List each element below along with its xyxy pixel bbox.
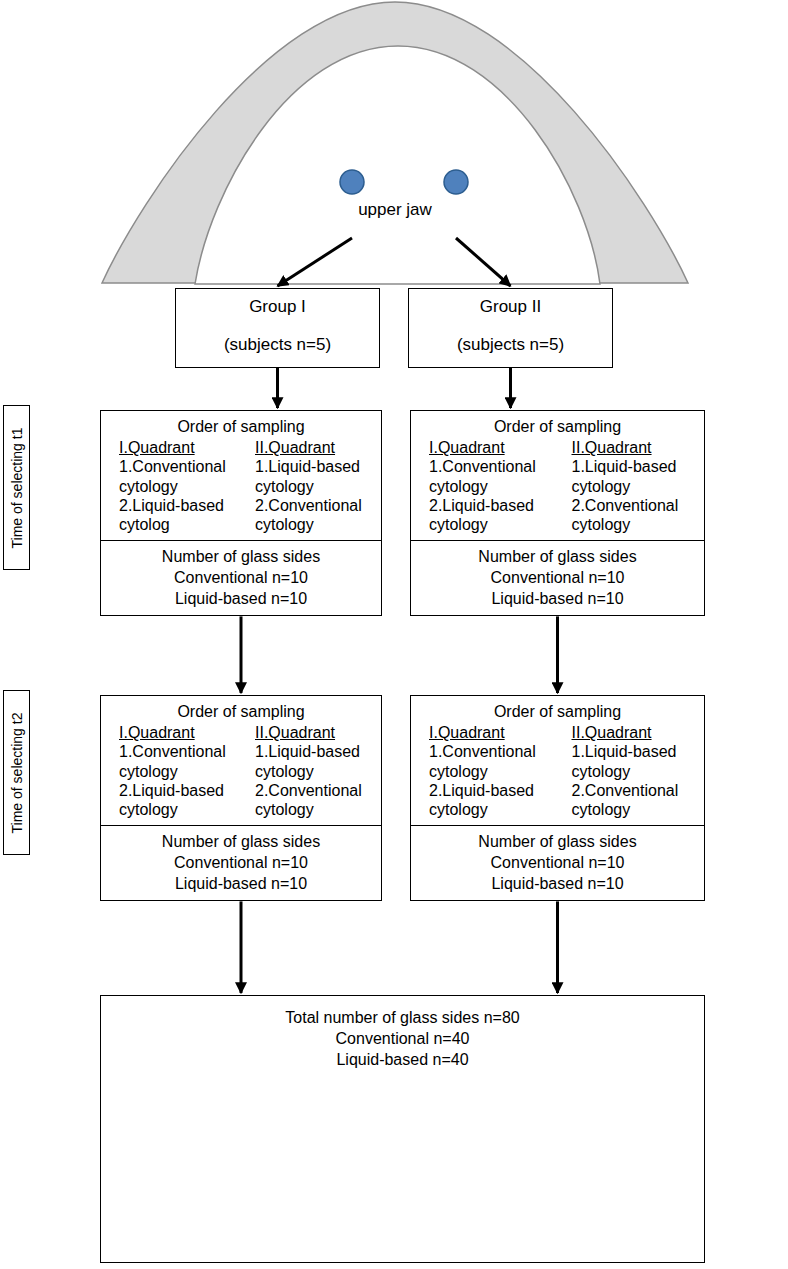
sampling-step: 2.Conventional cytology: [255, 781, 377, 819]
box-heading: Order of sampling: [415, 702, 700, 721]
quadrant-heading: II.Quadrant: [572, 438, 701, 457]
sampling-order-box: Order of samplingI.Quadrant1.Conventiona…: [100, 410, 382, 541]
sampling-step: 1.Conventional cytology: [429, 457, 558, 495]
node-text: Liquid-based n=40: [109, 1050, 696, 1071]
sampling-step: 2.Liquid-based cytology: [429, 496, 558, 534]
glass-count-box: Number of glass sidesConventional n=10Li…: [100, 825, 382, 901]
sampling-order-box: Order of samplingI.Quadrant1.Conventiona…: [410, 695, 705, 826]
time-band: Time of selecting t2: [3, 690, 30, 855]
node-text: Liquid-based n=10: [109, 874, 373, 895]
node-text: Number of glass sides: [109, 547, 373, 568]
node-text: Conventional n=10: [419, 853, 696, 874]
jaw-outline: [100, 0, 690, 285]
box-heading: Order of sampling: [105, 417, 377, 436]
upper-jaw-illustration: upper jaw: [100, 0, 690, 285]
sampling-step: 1.Liquid-based cytology: [255, 457, 377, 495]
node-text: Total number of glass sides n=80: [109, 1008, 696, 1029]
glass-count-box: Number of glass sidesConventional n=10Li…: [410, 825, 705, 901]
sampling-step: 2.Liquid-based cytolog: [119, 496, 241, 534]
flow-arrow: [556, 616, 559, 693]
quadrant-heading: I.Quadrant: [429, 438, 558, 457]
node-text: Liquid-based n=10: [419, 589, 696, 610]
quadrant-heading: I.Quadrant: [429, 723, 558, 742]
node-text: Group II: [480, 297, 541, 317]
group-box: Group I (subjects n=5): [175, 288, 380, 368]
total-box: Total number of glass sides n=80Conventi…: [100, 995, 705, 1263]
glass-count-box: Number of glass sidesConventional n=10Li…: [100, 540, 382, 616]
node-text: Group I: [249, 297, 306, 317]
sampling-step: 1.Conventional cytology: [119, 457, 241, 495]
jaw-label: upper jaw: [100, 200, 690, 220]
flow-arrow: [240, 616, 243, 693]
quadrant-heading: II.Quadrant: [572, 723, 701, 742]
sampling-step: 1.Liquid-based cytology: [255, 742, 377, 780]
node-text: (subjects n=5): [457, 335, 564, 355]
node-text: Conventional n=10: [109, 853, 373, 874]
node-text: Conventional n=10: [109, 568, 373, 589]
node-text: Conventional n=40: [109, 1029, 696, 1050]
sampling-step: 1.Liquid-based cytology: [572, 457, 701, 495]
sampling-step: 2.Conventional cytology: [255, 496, 377, 534]
flow-arrow: [556, 901, 559, 993]
sampling-order-box: Order of samplingI.Quadrant1.Conventiona…: [100, 695, 382, 826]
flow-arrow: [276, 368, 279, 408]
node-text: Liquid-based n=10: [419, 874, 696, 895]
sampling-step: 2.Liquid-based cytology: [119, 781, 241, 819]
glass-count-box: Number of glass sidesConventional n=10Li…: [410, 540, 705, 616]
quadrant-heading: I.Quadrant: [119, 723, 241, 742]
band-label: Time of selecting t1: [9, 427, 25, 548]
quadrant-heading: II.Quadrant: [255, 438, 377, 457]
sampling-step: 1.Conventional cytology: [119, 742, 241, 780]
box-heading: Order of sampling: [105, 702, 377, 721]
sampling-step: 1.Conventional cytology: [429, 742, 558, 780]
time-band: Time of selecting t1: [3, 405, 30, 570]
sampling-step: 2.Liquid-based cytology: [429, 781, 558, 819]
group-box: Group II (subjects n=5): [408, 288, 613, 368]
node-text: (subjects n=5): [224, 335, 331, 355]
flow-arrow: [240, 901, 243, 993]
node-text: Number of glass sides: [419, 832, 696, 853]
box-heading: Order of sampling: [415, 417, 700, 436]
node-text: Number of glass sides: [419, 547, 696, 568]
sampling-step: 2.Conventional cytology: [572, 496, 701, 534]
quadrant-heading: I.Quadrant: [119, 438, 241, 457]
sampling-order-box: Order of samplingI.Quadrant1.Conventiona…: [410, 410, 705, 541]
node-text: Liquid-based n=10: [109, 589, 373, 610]
sampling-step: 2.Conventional cytology: [572, 781, 701, 819]
quadrant-heading: II.Quadrant: [255, 723, 377, 742]
node-text: Conventional n=10: [419, 568, 696, 589]
sampling-step: 1.Liquid-based cytology: [572, 742, 701, 780]
node-text: Number of glass sides: [109, 832, 373, 853]
flow-arrow: [509, 368, 512, 408]
band-label: Time of selecting t2: [9, 712, 25, 833]
